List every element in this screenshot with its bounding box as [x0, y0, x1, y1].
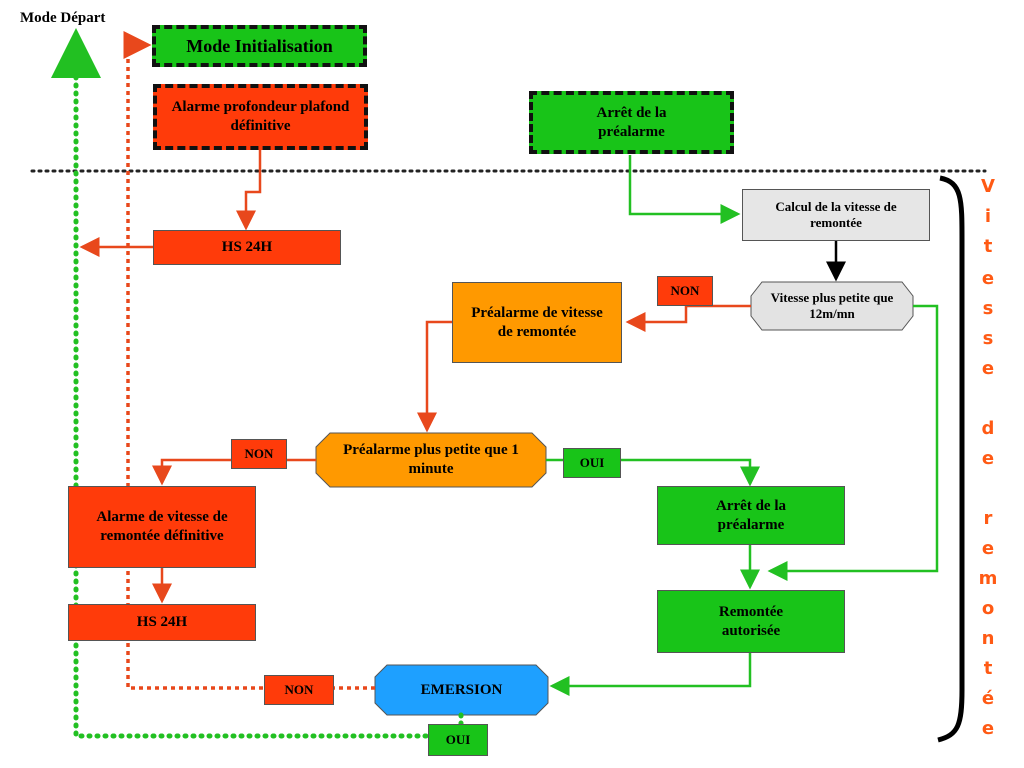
arrow-vitesse-non [625, 304, 751, 332]
arrow-prealarme-to-minute [417, 320, 452, 433]
emersion-label: EMERSION [420, 681, 503, 698]
arret-prealarme-top-box: Arrêt de la préalarme [529, 91, 734, 154]
arrow-emersion-non-dotted [123, 31, 375, 690]
non-label-top: NON [657, 276, 713, 306]
vitesse-petite-label: Vitesse plus petite que 12m/mn [770, 289, 894, 321]
hs-top-box: HS 24H [153, 230, 341, 265]
arrow-arret-to-calcul [628, 155, 741, 224]
non-label-bottom: NON [264, 675, 334, 705]
alarme-vitesse-def-box: Alarme de vitesse de remontée définitive [68, 486, 256, 568]
calcul-vitesse-box: Calcul de la vitesse de remontée [742, 189, 930, 241]
vertical-title-letter: m [978, 568, 998, 589]
non-label-mid: NON [231, 439, 287, 469]
vertical-title-letter: d [981, 418, 995, 439]
vertical-title-letter: e [981, 718, 995, 739]
vertical-title-letter: e [981, 268, 995, 289]
emersion-box: EMERSION [375, 665, 548, 715]
vertical-title-letter: t [983, 236, 993, 257]
prealarme-minute-octagon-shape [315, 432, 547, 488]
vitesse-petite-box: Vitesse plus petite que 12m/mn [751, 282, 913, 330]
prealarme-minute-box: Préalarme plus petite que 1 minute [316, 433, 546, 487]
prealarme-vitesse-box: Préalarme de vitesse de remontée [452, 282, 622, 363]
vertical-title-letter: n [981, 628, 995, 649]
arret-prealarme-mid-box: Arrêt de la préalarme [657, 486, 845, 545]
vertical-title-letter: V [981, 176, 995, 197]
oui-label-mid: OUI [563, 448, 621, 478]
vitesse-octagon-shape [750, 281, 914, 331]
vertical-title-letter: e [981, 358, 995, 379]
arrow-vitesse-oui [767, 304, 939, 581]
hs-bottom-box: HS 24H [68, 604, 256, 641]
mode-depart-label: Mode Départ [20, 10, 106, 26]
prealarme-minute-label: Préalarme plus petite que 1 minute [343, 442, 519, 477]
vertical-title-letter: t [983, 658, 993, 679]
side-bracket [937, 175, 965, 743]
vertical-title-letter: s [982, 298, 994, 319]
vertical-title-letter: i [984, 206, 992, 227]
mode-initialisation-box: Mode Initialisation [152, 25, 367, 67]
vertical-title-letter: s [982, 328, 994, 349]
vertical-title-letter: r [983, 508, 993, 529]
alarme-profondeur-box: Alarme profondeur plafond définitive [153, 84, 368, 150]
arrow-alarme-to-hs [236, 149, 262, 231]
vertical-title-letter: e [981, 538, 995, 559]
vertical-title-letter: e [981, 448, 995, 469]
vertical-title-letter: o [981, 598, 995, 619]
emersion-octagon-shape [374, 664, 549, 716]
oui-label-bottom: OUI [428, 724, 488, 756]
arrow-remontee-to-emersion [549, 653, 752, 696]
vertical-title-letter: é [981, 688, 995, 709]
remontee-autorisee-box: Remontée autorisée [657, 590, 845, 653]
